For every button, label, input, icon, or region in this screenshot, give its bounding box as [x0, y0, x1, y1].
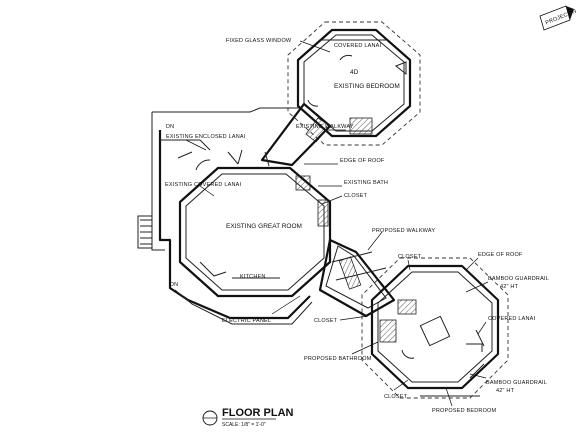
- floor-plan-title: FLOOR PLAN: [222, 407, 294, 419]
- label-electric-panel: ELECTRIC PANEL: [222, 318, 271, 324]
- existing-bedroom-octagon: [287, 21, 421, 146]
- proposed-bedroom-octagon: [361, 257, 509, 399]
- floor-plan-scale: SCALE: 1/8" = 1'-0": [222, 422, 266, 428]
- label-edge-of-roof-2: EDGE OF ROOF: [478, 252, 523, 258]
- label-fixed-glass-window: FIXED GLASS WINDOW: [226, 38, 292, 44]
- title-block: FLOOR PLAN SCALE: 1/8" = 1'-0": [202, 407, 294, 428]
- label-bamboo-guardrail-1: BAMBOO GUARDRAIL: [488, 276, 549, 282]
- enclosed-lanai-deck: [137, 107, 313, 325]
- proposed-walkway-structure: [318, 238, 396, 318]
- label-kitchen: KITCHEN: [240, 274, 266, 280]
- label-existing-covered-lanai: EXISTING COVERED LANAI: [165, 182, 241, 188]
- label-covered-lanai: COVERED LANAI: [334, 43, 381, 49]
- label-closet-2: CLOSET: [398, 254, 422, 260]
- label-existing-bedroom: EXISTING BEDROOM: [334, 83, 400, 90]
- project-north-arrow: PROJECT NORTH: [539, 2, 576, 31]
- label-existing-bedroom-no: 4D: [350, 69, 359, 76]
- label-dn-2: DN: [170, 282, 178, 288]
- label-existing-enclosed-lanai: EXISTING ENCLOSED LANAI: [166, 134, 246, 140]
- label-closet-4: CLOSET: [384, 394, 408, 400]
- label-covered-lanai-2: COVERED LANAI: [488, 316, 535, 322]
- label-bamboo-guardrail-1-height: 42" HT: [500, 284, 519, 290]
- label-edge-of-roof-1: EDGE OF ROOF: [340, 158, 385, 164]
- leader-lines: [185, 40, 489, 407]
- label-dn-1: DN: [166, 124, 174, 130]
- label-closet-3: CLOSET: [314, 318, 338, 324]
- label-proposed-walkway: PROPOSED WALKWAY: [372, 228, 435, 234]
- label-existing-walkway: EXISTING WALKWAY: [296, 124, 354, 130]
- label-bamboo-guardrail-2-height: 42" HT: [496, 388, 515, 394]
- walkway-connector: [260, 102, 332, 167]
- existing-great-room: [178, 149, 332, 298]
- label-closet-1: CLOSET: [344, 193, 368, 199]
- label-existing-great-room: EXISTING GREAT ROOM: [226, 223, 302, 230]
- label-existing-bath: EXISTING BATH: [344, 180, 388, 186]
- label-proposed-bathroom: PROPOSED BATHROOM: [304, 356, 372, 362]
- label-proposed-bedroom: PROPOSED BEDROOM: [432, 408, 497, 414]
- label-bamboo-guardrail-2: BAMBOO GUARDRAIL: [486, 380, 547, 386]
